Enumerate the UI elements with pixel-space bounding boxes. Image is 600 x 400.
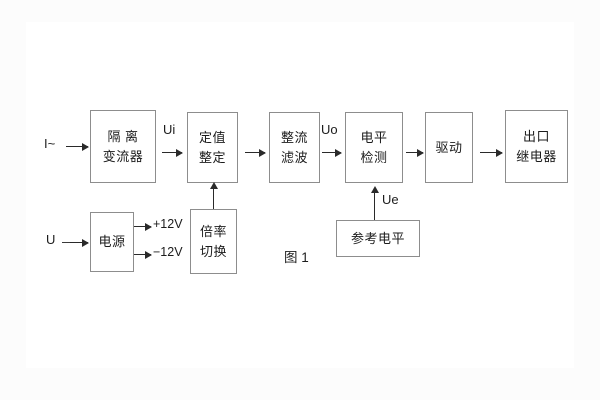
block-setting-value-line-1: 定值 [198, 129, 226, 145]
signal-ui-label: Ui [163, 122, 176, 137]
block-rectifier-filter: 整流 滤波 [269, 112, 320, 183]
arrow-rail-negative [134, 250, 152, 259]
block-output-relay: 出口 继电器 [505, 110, 568, 183]
block-setting-value: 定值 整定 [187, 112, 238, 183]
block-rectifier-filter-line-2: 滤波 [280, 149, 308, 165]
block-reference-level: 参考电平 [336, 220, 420, 257]
block-output-relay-line-2: 继电器 [516, 148, 557, 164]
arrow-drive-to-relay [480, 148, 503, 157]
arrow-multiplier-to-setting [209, 182, 218, 209]
figure-panel [26, 22, 574, 368]
input-voltage-label: U [46, 232, 56, 247]
block-multiplier-switch-line-1: 倍率 [199, 223, 227, 239]
block-level-detection-line-1: 电平 [360, 129, 388, 145]
block-setting-value-line-2: 整定 [198, 149, 226, 165]
block-isolation-transformer-line-2: 变流器 [102, 148, 144, 164]
rail-positive-label: +12V [153, 217, 183, 231]
block-level-detection-line-2: 检测 [360, 149, 388, 165]
arrow-reference-to-level [370, 186, 379, 220]
lead-voltage [62, 242, 74, 243]
block-rectifier-filter-line-1: 整流 [280, 129, 308, 145]
arrow-rail-positive [134, 222, 152, 231]
arrow-voltage-to-power-supply [70, 238, 89, 247]
arrow-rectifier-to-level [322, 148, 342, 157]
arrow-current-to-isolation [66, 142, 89, 151]
block-multiplier-switch-line-2: 切换 [199, 243, 227, 259]
signal-ue-label: Ue [382, 192, 399, 207]
block-level-detection: 电平 检测 [345, 112, 403, 183]
rail-negative-label: −12V [153, 245, 183, 259]
arrow-isolation-to-setting [162, 148, 183, 157]
block-power-supply: 电源 [90, 212, 134, 272]
arrow-level-to-drive [406, 148, 424, 157]
signal-uo-label: Uo [321, 122, 338, 137]
block-isolation-transformer: 隔 离 变流器 [90, 110, 156, 183]
figure-caption: 图 1 [284, 250, 309, 265]
block-reference-level-line-1: 参考电平 [350, 230, 405, 246]
arrow-setting-to-rectifier [245, 148, 266, 157]
block-output-relay-line-1: 出口 [522, 128, 550, 144]
block-isolation-transformer-line-1: 隔 离 [107, 128, 139, 144]
input-current-label: I~ [44, 136, 56, 151]
block-drive: 驱动 [425, 112, 473, 183]
block-power-supply-line-1: 电源 [98, 234, 126, 250]
block-drive-line-1: 驱动 [435, 139, 463, 155]
block-multiplier-switch: 倍率 切换 [190, 209, 237, 274]
